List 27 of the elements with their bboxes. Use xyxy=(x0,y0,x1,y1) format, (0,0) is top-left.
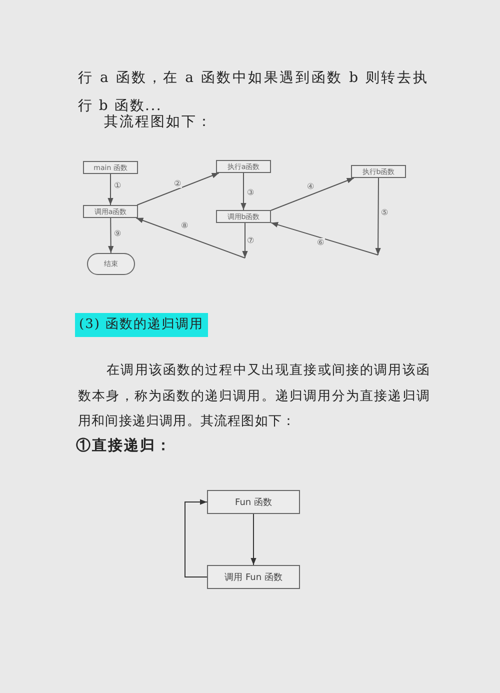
edge-label: ⑨ xyxy=(113,229,122,238)
arrow xyxy=(375,178,381,256)
arrow xyxy=(108,174,114,206)
arrow xyxy=(184,499,208,578)
arrow xyxy=(108,218,114,254)
paragraph: 行 a 函数，在 a 函数中如果遇到函数 b 则转去执行 b 函数... xyxy=(78,69,428,114)
arrow xyxy=(270,222,378,256)
edge-label: ⑤ xyxy=(380,208,390,217)
edge-label: ① xyxy=(113,181,122,190)
arrow xyxy=(242,222,248,258)
section-heading: (3) 函数的递归调用 xyxy=(75,313,208,337)
arrow xyxy=(240,172,246,210)
edge-label: ② xyxy=(173,179,182,188)
arrow xyxy=(250,514,256,566)
edge-label: ⑥ xyxy=(316,238,326,247)
edge-label: ④ xyxy=(306,182,316,191)
edge-label: ⑧ xyxy=(180,221,190,230)
edge-label: ⑦ xyxy=(246,236,256,245)
arrow xyxy=(136,172,220,206)
arrow xyxy=(270,178,354,211)
arrow xyxy=(136,218,246,258)
process-box: 调用 Fun 函数 xyxy=(207,565,300,589)
edge-label: ③ xyxy=(246,188,256,197)
subheading: ①直接递归： xyxy=(76,436,173,456)
paragraph: 其流程图如下： xyxy=(104,113,214,132)
paragraph: 在调用该函数的过程中又出现直接或间接的调用该函数本身，称为函数的递归调用。递归调用分为直接递归调用和间接递归调用。其流程图如下： xyxy=(78,362,430,431)
process-box: Fun 函数 xyxy=(207,490,300,514)
